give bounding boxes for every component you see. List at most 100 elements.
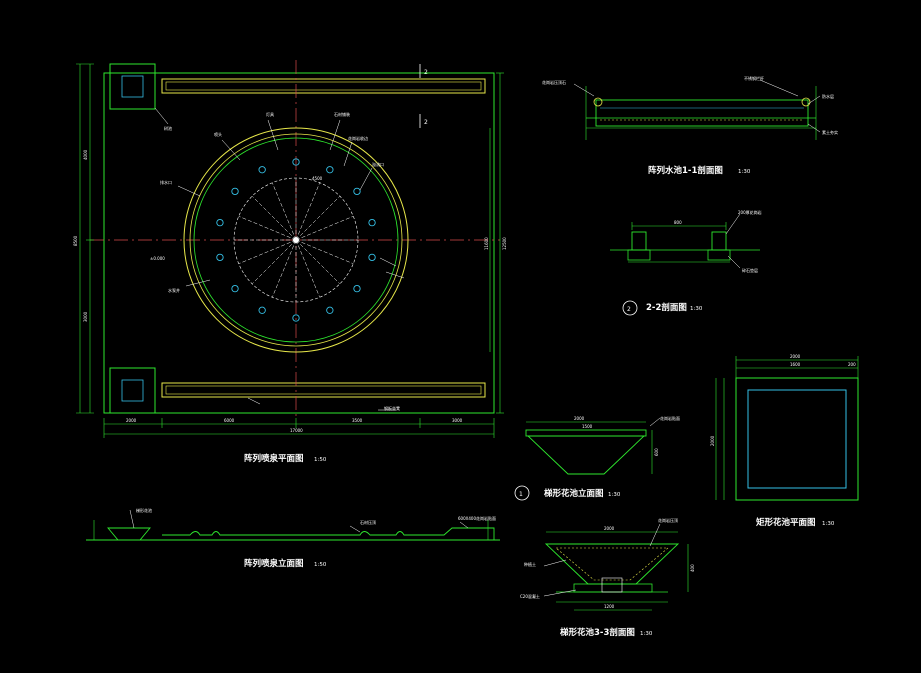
dim-diameter: 4500 <box>312 176 323 181</box>
radial-line <box>238 216 297 241</box>
radial-line <box>238 239 297 264</box>
label-overflow: 溢流口 <box>372 161 384 167</box>
bench-basin-top <box>161 78 486 94</box>
elev-label-planter: 梯形花池 <box>136 507 152 513</box>
nozzle <box>368 253 376 262</box>
label-nozzle: 喷头 <box>214 131 222 137</box>
ps-dim-1: 2000 <box>604 526 615 531</box>
nozzle <box>216 218 224 227</box>
label-edge: 花岗岩收边 <box>348 135 368 141</box>
nozzle <box>368 218 376 227</box>
ps-label-concrete: C20混凝土 <box>520 593 540 599</box>
radial-line <box>295 239 320 298</box>
ps-label-soil: 种植土 <box>524 561 536 567</box>
section-mark-top: 2 <box>424 69 428 76</box>
planter-plan: 2000 1600 2000 200 矩形花池平面图 1:30 <box>710 354 859 528</box>
nozzle <box>258 166 266 174</box>
label-tree-pit: 树池 <box>164 125 172 131</box>
section22-title: 2-2剖面图 <box>646 302 687 313</box>
planter-section-scale: 1:30 <box>640 631 653 637</box>
ps-label-coping: 花岗岩压顶 <box>658 517 678 523</box>
pp-dim-2: 1600 <box>790 362 801 367</box>
dim-bottom-1: 2000 <box>126 418 137 423</box>
bench-section-2-2: 800 200厚花岗岩 碎石垫层 2 2-2剖面图 1:30 <box>610 209 762 316</box>
section11-scale: 1:30 <box>738 169 751 175</box>
level-mark: ±0.000 <box>150 256 165 261</box>
planter-section-title: 梯形花池3-3剖面图 <box>560 627 635 638</box>
nozzle <box>292 158 300 166</box>
planter-elevation-mark: 1 <box>519 491 523 498</box>
radial-line <box>295 239 354 264</box>
tree-pit-top <box>109 63 156 110</box>
pe-dim-3: 600 <box>654 448 659 456</box>
dim-bottom-2: 6000 <box>224 418 235 423</box>
planter-elevation-scale: 1:30 <box>608 492 621 498</box>
nozzle <box>353 187 361 196</box>
pp-dim-1: 2000 <box>790 354 801 359</box>
plan-outline <box>103 72 495 414</box>
fountain-plan-view: 2 2 树池 喷头 灯具 石材铺装 花岗岩收边 溢流口 排水口 水泵井 钢板坐凳… <box>73 60 507 464</box>
radial-line <box>295 195 341 241</box>
elev-label-coping: 石材压顶 <box>360 519 376 525</box>
label-bench: 钢板坐凳 <box>384 405 400 411</box>
section22-mark: 2 <box>627 306 631 313</box>
s22-label-granite: 200厚花岗岩 <box>738 209 762 215</box>
section-mark-mid: 2 <box>424 119 428 126</box>
radial-line <box>251 195 297 241</box>
s11-label-waterproof: 防水层 <box>822 93 834 99</box>
pe-dim-1: 2000 <box>574 416 585 421</box>
planter-plan-scale: 1:30 <box>822 521 835 527</box>
nozzle <box>231 284 239 293</box>
dim-ring: 11600 <box>484 237 489 250</box>
label-paving: 石材铺装 <box>334 111 350 117</box>
fountain-radial-lines <box>234 178 358 302</box>
dim-right: 12500 <box>502 237 507 250</box>
nozzle <box>231 187 239 196</box>
planter-plan-title: 矩形花池平面图 <box>755 517 816 528</box>
bench-basin-bottom <box>161 382 486 398</box>
dim-left-total: 8500 <box>73 235 78 246</box>
radial-line <box>272 182 297 241</box>
elevation-title: 阵列喷泉立面图 <box>244 558 304 569</box>
nozzle <box>216 253 224 262</box>
label-drain: 排水口 <box>160 179 172 185</box>
planter-section-3-3: 2000 1200 400 种植土 花岗岩压顶 C20混凝土 梯形花池3-3剖面… <box>520 517 695 638</box>
ps-dim-2: 1200 <box>604 604 615 609</box>
plan-title: 阵列喷泉平面图 <box>244 453 304 464</box>
pool-section-1-1: 花岗岩压顶石 不锈钢栏杆 防水层 素土夯实 阵列水池1-1剖面图 1:30 <box>542 75 838 176</box>
dim-bottom-total: 17000 <box>290 428 303 433</box>
nozzle <box>326 306 334 314</box>
nozzle <box>353 284 361 293</box>
radial-line <box>295 182 320 241</box>
section11-title: 阵列水池1-1剖面图 <box>648 165 723 176</box>
elevation-scale: 1:50 <box>314 562 327 568</box>
circular-fountain <box>183 127 409 353</box>
plan-scale: 1:50 <box>314 457 327 463</box>
pe-dim-2: 1500 <box>582 424 593 429</box>
dim-bottom-4: 3000 <box>452 418 463 423</box>
pe-label: 花岗岩贴面 <box>660 415 680 421</box>
s11-label-railing: 不锈钢栏杆 <box>744 75 764 81</box>
radial-line <box>272 239 297 298</box>
dim-left-top: 4000 <box>83 149 88 160</box>
radial-line <box>295 239 341 285</box>
fountain-elevation-view: 梯形花池 石材压顶 600X400花岗岩贴面 阵列喷泉立面图 1:50 <box>86 507 500 569</box>
nozzle <box>292 314 300 322</box>
fountain-nozzles <box>216 158 376 322</box>
section-mark-2-circle <box>622 300 638 316</box>
ps-dim-3: 400 <box>690 564 695 572</box>
elev-label-cladding: 600X400花岗岩贴面 <box>458 515 496 521</box>
planter-elevation-title: 梯形花池立面图 <box>544 488 604 499</box>
s22-label-gravel: 碎石垫层 <box>742 267 758 273</box>
section-mark-1-circle <box>514 485 530 501</box>
radial-line <box>295 216 354 241</box>
nozzle <box>258 306 266 314</box>
pp-dim-3: 2000 <box>710 435 715 446</box>
section22-scale: 1:30 <box>690 306 703 312</box>
s11-label-coping: 花岗岩压顶石 <box>542 79 566 85</box>
tree-pit-bottom <box>109 367 156 414</box>
nozzle <box>326 166 334 174</box>
s22-dim: 800 <box>674 220 682 225</box>
dim-bottom-3: 3500 <box>352 418 363 423</box>
